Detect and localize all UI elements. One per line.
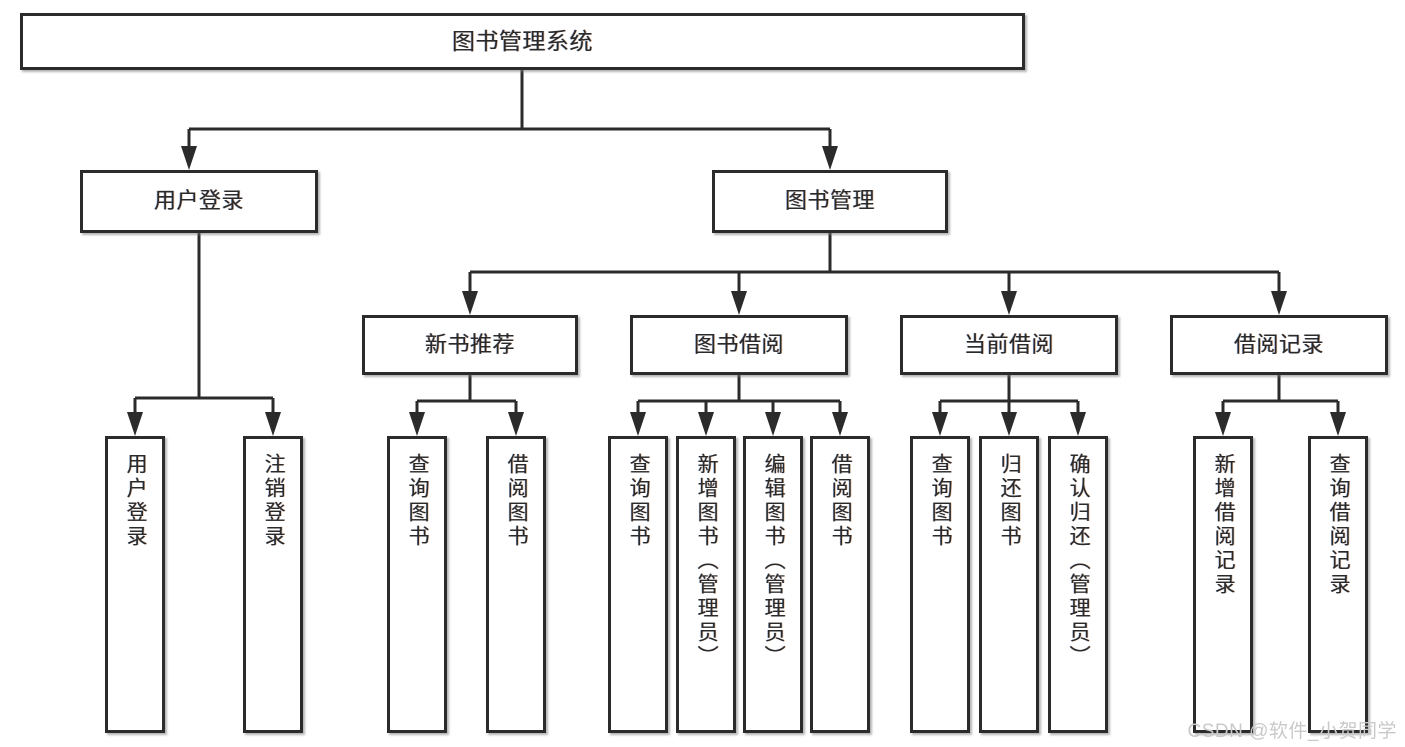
node-root[interactable]: 图书管理系统 (20, 13, 1025, 70)
node-user-login-label: 用户登录 (153, 188, 244, 214)
node-leaf-user-login[interactable]: 用户登录 (105, 436, 165, 733)
node-leaf-edit-book-admin-label: 编辑图书（管理员） (762, 453, 786, 669)
arrowhead-leaf-query-book-2 (630, 412, 646, 436)
node-book-manage-label: 图书管理 (784, 188, 875, 214)
arrowhead-book-borrow (731, 291, 747, 315)
arrowhead-leaf-user-login (127, 412, 143, 436)
node-leaf-add-book-admin[interactable]: 新增图书（管理员） (676, 436, 736, 733)
node-leaf-add-borrow-record-label: 新增借阅记录 (1212, 453, 1236, 597)
node-leaf-query-borrow-record[interactable]: 查询借阅记录 (1308, 436, 1368, 733)
arrowhead-leaf-confirm-return-admin (1070, 412, 1086, 436)
node-current-borrow-label: 当前借阅 (963, 331, 1054, 357)
node-leaf-confirm-return-admin-label: 确认归还（管理员） (1067, 453, 1091, 669)
node-book-borrow-label: 图书借阅 (693, 331, 784, 357)
node-new-book-recommend[interactable]: 新书推荐 (362, 315, 578, 375)
node-user-login[interactable]: 用户登录 (80, 170, 318, 233)
watermark-text: CSDN @软件_小贺同学 (1187, 721, 1397, 742)
node-leaf-user-login-label: 用户登录 (124, 453, 148, 549)
node-new-book-recommend-label: 新书推荐 (424, 331, 515, 357)
node-leaf-query-borrow-record-label: 查询借阅记录 (1327, 453, 1351, 597)
arrowhead-book-manage (822, 146, 838, 170)
arrowhead-new-book-recommend (462, 291, 478, 315)
node-book-borrow[interactable]: 图书借阅 (630, 315, 848, 375)
arrowhead-borrow-record (1271, 291, 1287, 315)
node-borrow-record-label: 借阅记录 (1233, 331, 1324, 357)
arrowhead-leaf-return-book (1001, 412, 1017, 436)
node-leaf-borrow-book-2[interactable]: 借阅图书 (810, 436, 870, 733)
node-leaf-add-borrow-record[interactable]: 新增借阅记录 (1193, 436, 1253, 733)
node-leaf-add-book-admin-label: 新增图书（管理员） (695, 453, 719, 669)
arrowhead-leaf-query-book-1 (409, 412, 425, 436)
node-leaf-return-book[interactable]: 归还图书 (979, 436, 1039, 733)
node-leaf-edit-book-admin[interactable]: 编辑图书（管理员） (743, 436, 803, 733)
arrowhead-user-login (181, 146, 197, 170)
arrowhead-leaf-edit-book-admin (765, 412, 781, 436)
node-leaf-query-book-2[interactable]: 查询图书 (608, 436, 668, 733)
arrowhead-leaf-add-book-admin (698, 412, 714, 436)
node-leaf-query-book-2-label: 查询图书 (627, 453, 651, 549)
node-leaf-borrow-book-1-label: 借阅图书 (505, 453, 529, 549)
arrowhead-leaf-query-borrow-record (1330, 412, 1346, 436)
arrowhead-leaf-query-book-3 (932, 412, 948, 436)
node-leaf-query-book-3[interactable]: 查询图书 (910, 436, 970, 733)
node-leaf-borrow-book-2-label: 借阅图书 (829, 453, 853, 549)
arrowhead-leaf-borrow-book-1 (508, 412, 524, 436)
node-leaf-borrow-book-1[interactable]: 借阅图书 (486, 436, 546, 733)
node-borrow-record[interactable]: 借阅记录 (1170, 315, 1388, 375)
node-book-manage[interactable]: 图书管理 (712, 170, 948, 233)
node-leaf-return-book-label: 归还图书 (998, 453, 1022, 549)
node-leaf-query-book-1-label: 查询图书 (406, 453, 430, 549)
node-leaf-confirm-return-admin[interactable]: 确认归还（管理员） (1048, 436, 1108, 733)
node-leaf-query-book-3-label: 查询图书 (929, 453, 953, 549)
arrowhead-leaf-logout-login (265, 412, 281, 436)
node-current-borrow[interactable]: 当前借阅 (900, 315, 1118, 375)
node-root-label: 图书管理系统 (452, 27, 593, 54)
node-leaf-query-book-1[interactable]: 查询图书 (387, 436, 447, 733)
arrowhead-leaf-add-borrow-record (1215, 412, 1231, 436)
node-leaf-logout-login-label: 注销登录 (262, 453, 286, 549)
node-leaf-logout-login[interactable]: 注销登录 (243, 436, 303, 733)
arrowhead-leaf-borrow-book-2 (832, 412, 848, 436)
arrowhead-current-borrow (1001, 291, 1017, 315)
